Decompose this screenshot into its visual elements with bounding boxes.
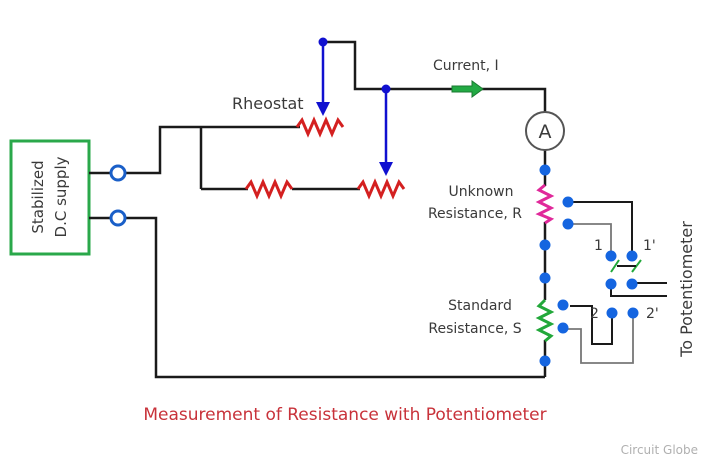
unknown-label-line1: Unknown [449,184,514,200]
rheostat-resistor-1 [295,116,345,138]
ammeter [525,111,565,151]
switch-common-left [605,278,617,290]
terminal-1p-label: 1' [643,238,656,254]
node [557,299,569,311]
switch-terminal-2p [627,307,639,319]
rheostat-slider-1 [316,37,330,116]
rheostat-slider-2 [379,84,393,176]
supply-label-line2: D.C supply [52,156,70,237]
watermark: Circuit Globe [621,443,698,457]
standard-label-line2: Resistance, S [428,321,521,337]
node [539,239,551,251]
rheostat-resistor-3 [356,178,406,200]
supply-label-line1: Stabilized [29,160,47,233]
standard-label-line1: Standard [448,298,512,314]
node [562,218,574,230]
node [539,355,551,367]
current-arrow-icon [451,80,484,98]
ammeter-label: A [539,121,552,143]
slider-arrow-icon [316,102,330,116]
unknown-resistor [535,183,555,225]
node [562,196,574,208]
standard-resistor [535,298,555,343]
supply-terminal-negative [109,209,127,227]
diagram-title: Measurement of Resistance with Potentiom… [143,405,546,425]
switch-terminal-1p [626,250,638,262]
switch-terminal-2 [606,307,618,319]
terminal-1-label: 1 [594,238,603,254]
rheostat-resistor-2 [244,178,294,200]
dc-supply-box [9,139,91,256]
nodes [539,164,639,367]
switch-common-right [626,278,638,290]
node [539,164,551,176]
slider-arrow-icon [379,162,393,176]
current-label: Current, I [433,58,499,74]
terminal-2p-label: 2' [646,306,659,322]
main-wires [89,40,547,379]
to-potentiometer-label: To Potentiometer [677,221,696,358]
switch-wiring [568,201,667,364]
supply-terminal-positive [109,164,127,182]
switch-terminal-1 [605,250,617,262]
unknown-label-line2: Resistance, R [428,206,522,222]
terminal-2-label: 2 [590,306,599,322]
rheostat-label: Rheostat [232,94,304,113]
node [557,322,569,334]
node [539,272,551,284]
